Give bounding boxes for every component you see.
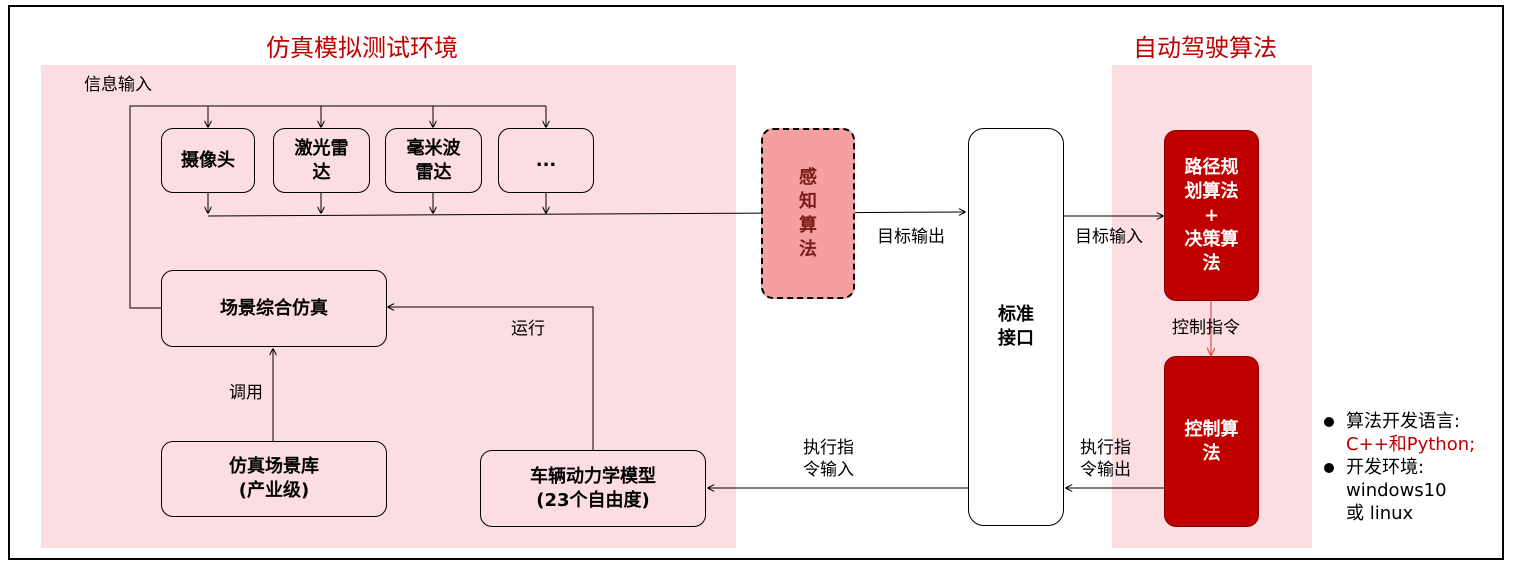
scene-lib-box: 仿真场景库 (产业级) [161,441,387,517]
note-env-value2: 或 linux [1346,503,1414,524]
dev-notes: 算法开发语言: C++和Python; 开发环境: windows10 或 li… [1322,410,1475,525]
control-cmd-label: 控制指令 [1172,318,1240,338]
note-language: 算法开发语言: C++和Python; [1322,410,1475,456]
auto-algo-title: 自动驾驶算法 [1133,34,1277,62]
note-language-title: 算法开发语言: [1346,411,1461,432]
run-line [388,307,594,450]
bullet-icon [1324,463,1334,473]
sim-env-title: 仿真模拟测试环境 [266,34,458,62]
exec-output-label: 执行指 令输出 [1080,438,1131,480]
control-box: 控制算 法 [1164,356,1259,527]
note-env-value1: windows10 [1346,480,1447,501]
note-env-title: 开发环境: [1346,457,1425,478]
target-input-label: 目标输入 [1075,227,1143,247]
call-label: 调用 [229,383,263,403]
note-language-value: C++和Python; [1346,434,1476,455]
note-environment: 开发环境: windows10 或 linux [1322,456,1475,525]
mmwave-box: 毫米波 雷达 [385,128,482,193]
perception-box: 感 知 算 法 [761,128,855,299]
more-sensors-box: ... [498,128,594,193]
scene-sim-box: 场景综合仿真 [161,270,387,347]
lidar-box: 激光雷 达 [273,128,370,193]
exec-input-label: 执行指 令输入 [803,438,854,480]
diagram-frame [8,5,1504,560]
camera-box: 摄像头 [161,128,255,193]
planning-box: 路径规 划算法 + 决策算 法 [1164,130,1259,301]
target-output-label: 目标输出 [877,227,945,247]
vehicle-model-box: 车辆动力学模型 (23个自由度) [480,450,706,527]
bullet-icon [1324,417,1334,427]
info-input-line [129,105,546,309]
run-label: 运行 [511,319,545,339]
info-input-label: 信息输入 [84,75,152,95]
standard-interface-box: 标准 接口 [968,128,1064,526]
